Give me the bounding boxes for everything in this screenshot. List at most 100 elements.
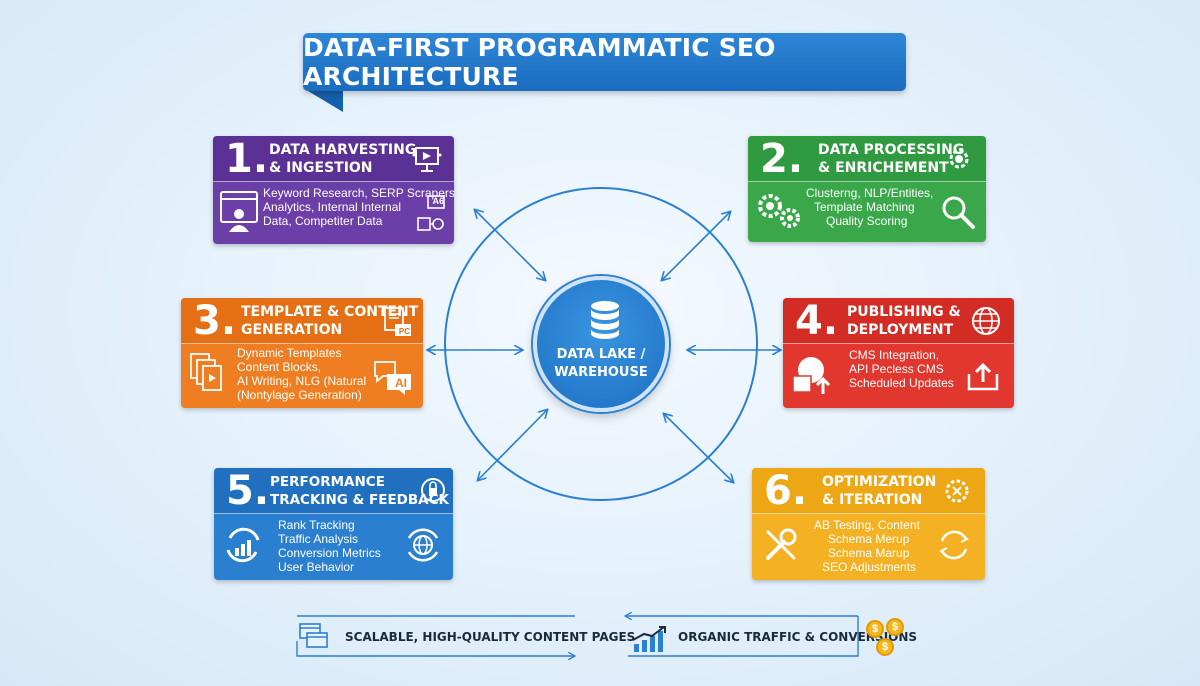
icon-badge-text: PC [398,327,410,336]
card-line: Dynamic Templates [237,346,342,360]
card-line: Quality Scoring [826,214,908,228]
database-icon [591,301,619,339]
card-text: Clusterng, NLP/Entities, Template Matchi… [806,186,933,228]
upload-icon [967,362,999,391]
gear-brain-icon [949,149,969,169]
card-line: Schema Merup [828,532,910,546]
card-title: DATA PROCESSING & ENRICHEMENT [818,141,965,176]
footer-right-arrow [628,616,859,657]
gears-icon [758,194,800,228]
target-lock-icon [421,478,445,502]
card-body: Dynamic Templates Content Blocks, AI Wri… [181,344,423,408]
card-data-harvesting: 1. DATA HARVESTING & INGESTION Keyword R… [213,136,454,244]
chat-badge-text: AI [395,376,407,390]
card-line: Keyword Research, SERP Scrapers, [263,186,454,200]
card-body: Keyword Research, SERP Scrapers, Analyti… [213,182,454,244]
card-number: 3. [193,298,237,344]
card-header: 5. PERFORMANCE TRACKING & FEEDBACK [214,468,453,514]
card-data-processing: 2. DATA PROCESSING & ENRICHEMENT Cluster… [748,136,986,242]
document-pc-icon [384,307,411,336]
card-text: CMS Integration, API Pecless CMS Schedul… [849,348,954,390]
orbit-circle [444,187,758,501]
coin: $ [866,620,884,638]
arrow-card-6 [664,414,733,482]
card-number: 1. [225,136,269,182]
card-number: 2. [760,136,804,182]
refresh-chart-icon [226,527,260,563]
card-number: 5. [226,468,270,514]
card-line: Data, Competiter Data [263,214,383,228]
card-title: OPTIMIZATION & ITERATION [822,473,937,508]
card-body: AB Testing, Content Schema Merup Schema … [752,514,985,580]
card-line: Rank Tracking [278,518,355,532]
arrow-card-1 [475,210,545,280]
coin: $ [876,638,894,656]
card-body: Clusterng, NLP/Entities, Template Matchi… [748,182,986,242]
arrow-card-5 [478,410,547,480]
chat-bubbles-icon [374,361,411,395]
browser-user-icon [220,191,258,232]
globe-refresh-icon [407,528,439,562]
card-line: SEO Adjustments [822,560,917,574]
cloud-deploy-icon [792,357,831,394]
card-performance-tracking: 5. PERFORMANCE TRACKING & FEEDBACK Rank … [214,468,453,580]
documents-icon [190,353,222,391]
card-line: Content Blocks, [237,360,322,374]
card-line: Template Matching [814,200,915,214]
card-optimization: 6. OPTIMIZATION & ITERATION AB Testing, … [752,468,985,580]
magnifier-icon [942,196,975,229]
arrow-card-2 [662,212,730,280]
card-publishing: 4. PUBLISHING & DEPLOYMENT CMS Integrati… [783,298,1014,408]
tools-icon [766,528,797,560]
card-line: Analytics, Internal Internal [263,200,402,214]
card-header: 2. DATA PROCESSING & ENRICHEMENT [748,136,986,182]
card-line: Clusterng, NLP/Entities, [806,186,934,200]
page-title: DATA-FIRST PROGRAMMATIC SEO ARCHITECTURE [303,33,776,91]
cycle-arrows-icon [939,530,969,560]
footer-left-label: SCALABLE, HIGH-QUALITY CONTENT PAGES [345,630,636,644]
card-number: 4. [795,298,839,344]
footer-right-label: ORGANIC TRAFFIC & CONVERSIONS [678,630,918,644]
globe-icon [972,307,1000,335]
card-line: User Behavior [278,560,355,574]
card-text: Dynamic Templates Content Blocks, AI Wri… [237,346,367,403]
icon-badge-text: A6 [432,196,444,206]
coin: $ [886,618,904,636]
card-line: CMS Integration, [849,348,940,362]
card-header: 4. PUBLISHING & DEPLOYMENT [783,298,1014,344]
card-title: DATA HARVESTING & INGESTION [269,141,417,176]
card-text: Keyword Research, SERP Scrapers, Analyti… [263,186,454,228]
card-number: 6. [764,468,808,514]
card-line: Conversion Metrics [278,546,381,560]
card-line: AI Writing, NLG (Natural [237,374,367,388]
presentation-icon [412,147,442,172]
coin-symbol: $ [871,623,879,635]
card-line: AB Testing, Content [814,518,920,532]
footer-left-arrow [296,641,575,656]
data-lake-hub: DATA LAKE / WAREHOUSE [533,276,669,412]
card-header: 3. TEMPLATE & CONTENT GENERATION PC [181,298,423,344]
browser-pages-icon [299,623,328,648]
card-title: PUBLISHING & DEPLOYMENT [847,303,961,338]
card-text: Rank Tracking Traffic Analysis Conversio… [278,518,381,574]
card-text: AB Testing, Content Schema Merup Schema … [814,518,920,574]
coin-symbol: $ [881,641,889,653]
card-line: API Pecless CMS [849,362,944,376]
growth-chart-icon [632,626,666,652]
card-line: (Nontylage Generation) [237,388,362,402]
card-header: 6. OPTIMIZATION & ITERATION [752,468,985,514]
card-line: Scheduled Updates [849,376,954,390]
card-body: Rank Tracking Traffic Analysis Conversio… [214,514,453,580]
card-header: 1. DATA HARVESTING & INGESTION [213,136,454,182]
card-title: PERFORMANCE TRACKING & FEEDBACK [270,473,449,508]
card-template-generation: 3. TEMPLATE & CONTENT GENERATION PC Dyna… [181,298,423,408]
coin-symbol: $ [891,621,899,633]
coins-icon: $ $ $ [864,616,908,660]
network-nodes-icon [417,195,445,231]
hub-label: DATA LAKE / WAREHOUSE [554,347,648,380]
card-line: Schema Marup [828,546,910,560]
card-line: Traffic Analysis [278,532,359,546]
card-body: CMS Integration, API Pecless CMS Schedul… [783,344,1014,408]
title-banner: DATA-FIRST PROGRAMMATIC SEO ARCHITECTURE [303,33,906,91]
